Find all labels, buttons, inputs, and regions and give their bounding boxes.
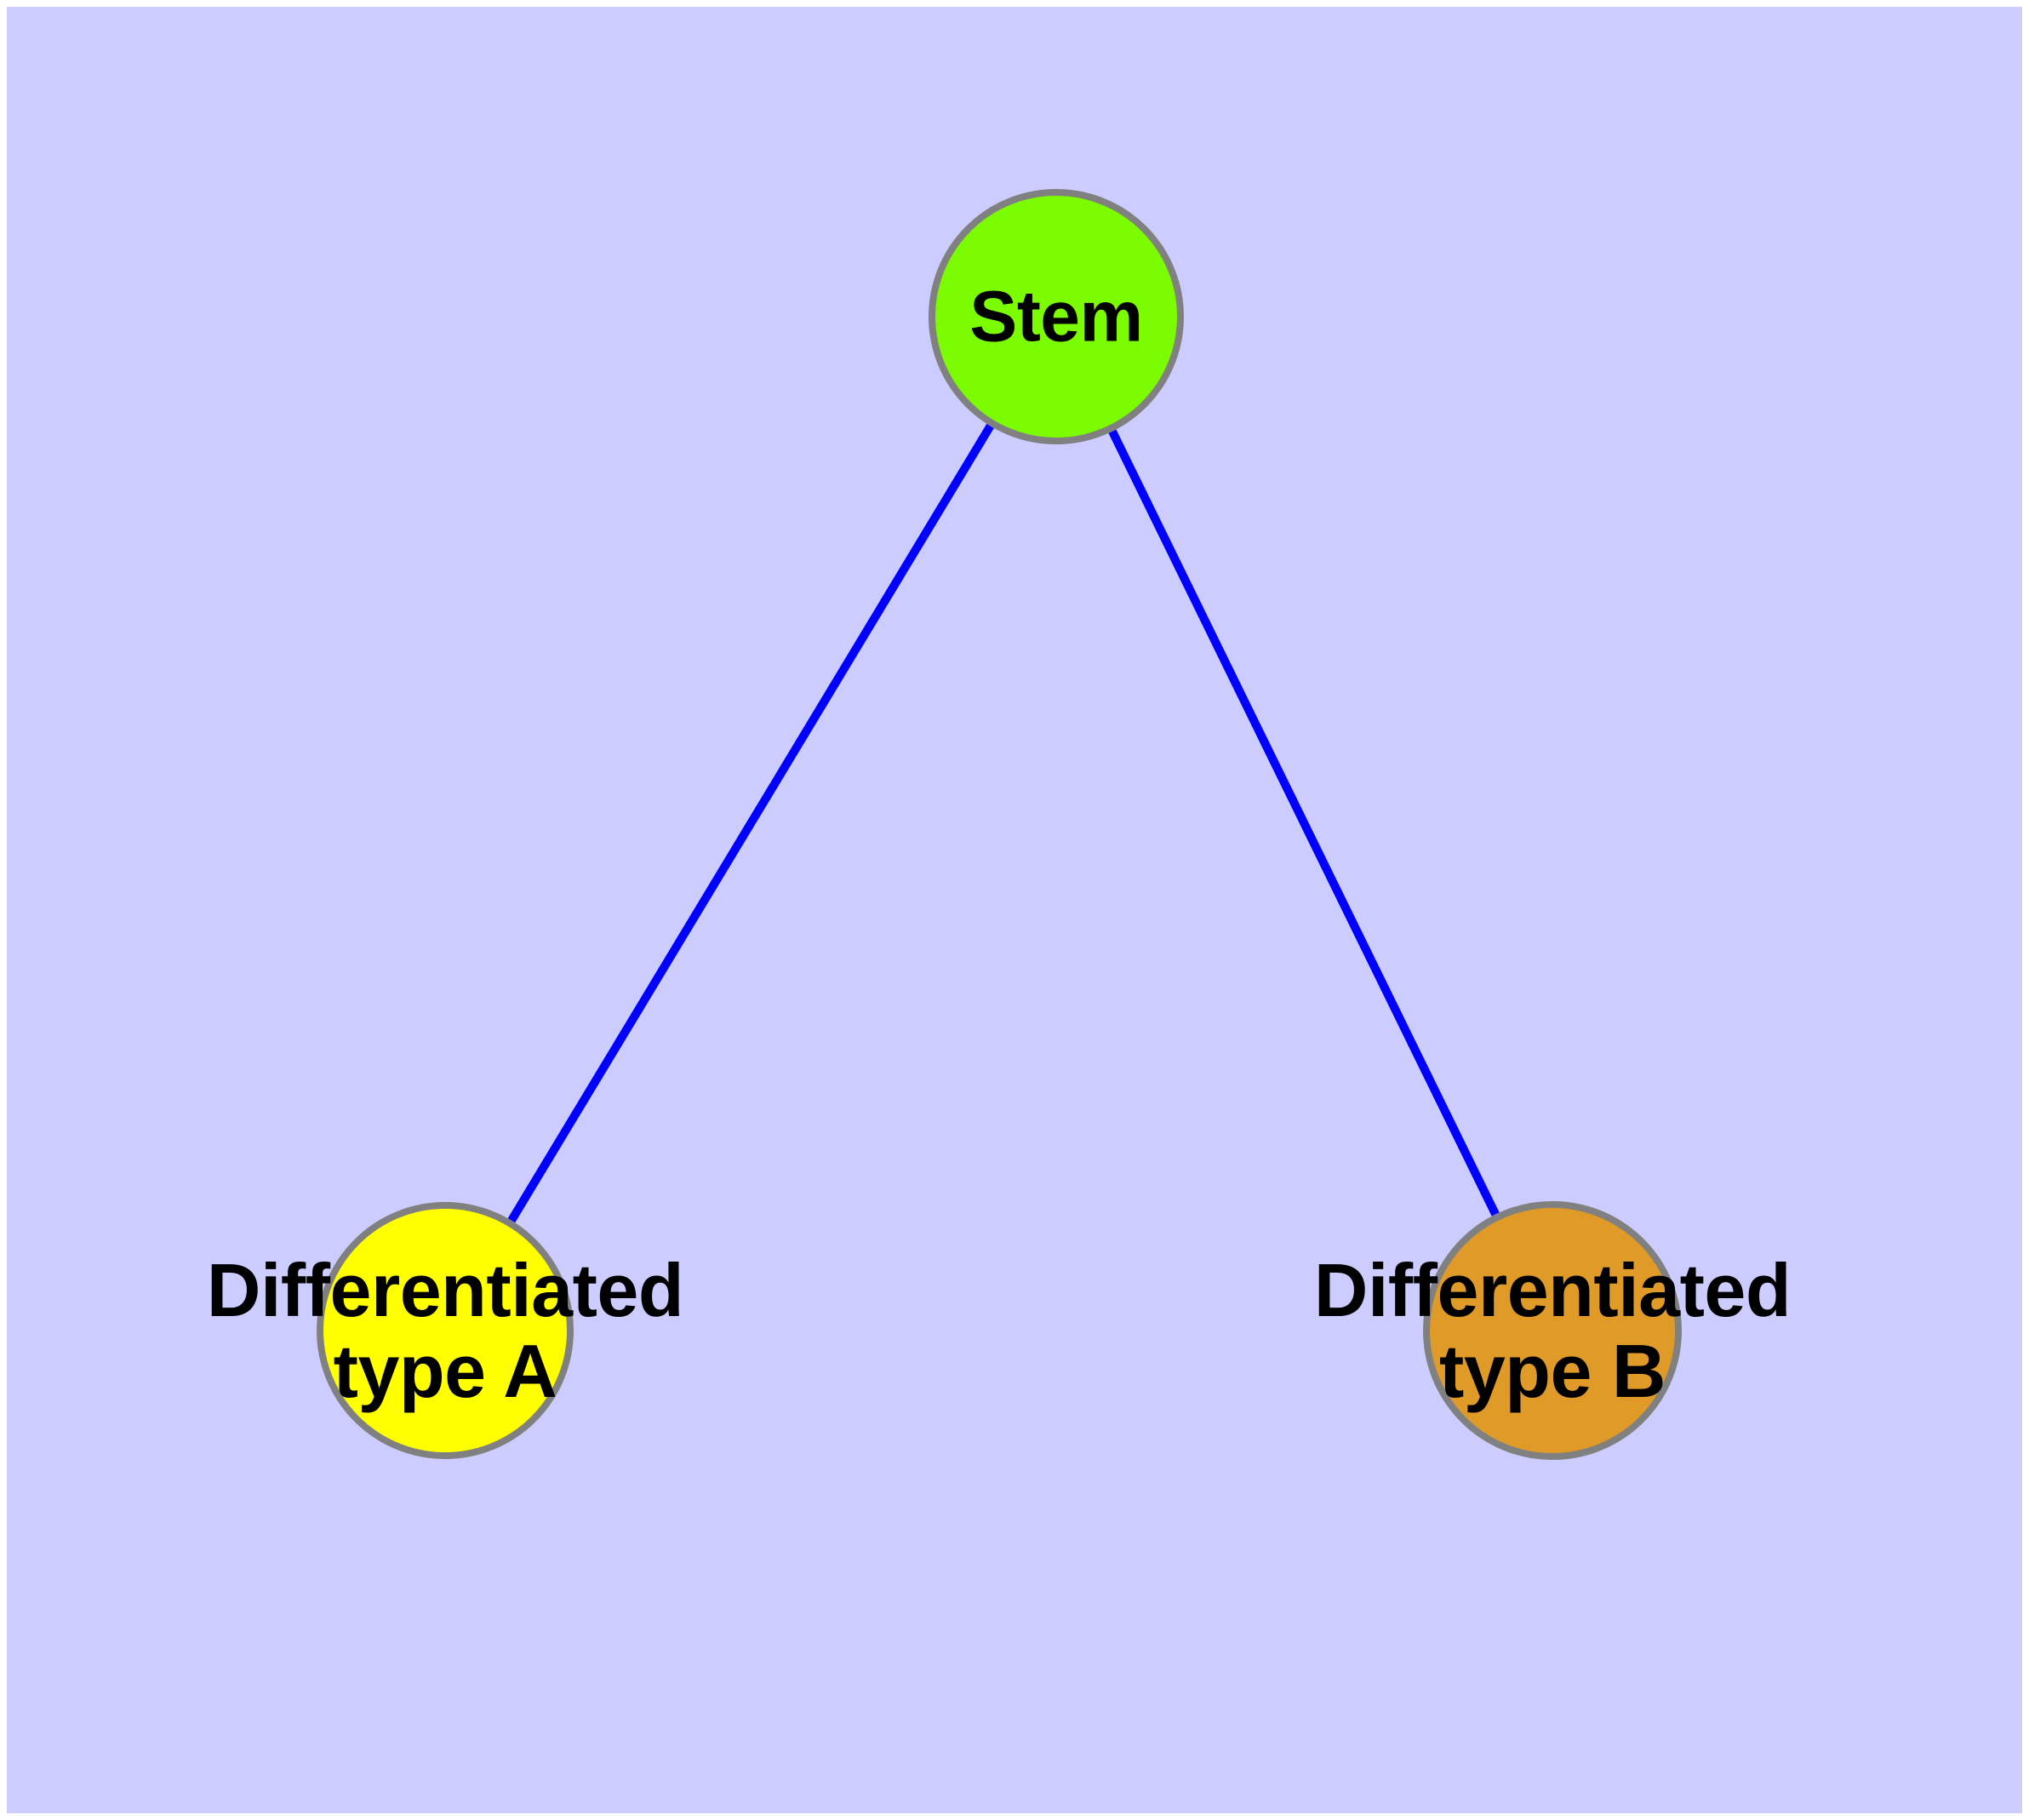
edge-stem-diff-b	[1108, 429, 1500, 1216]
node-stem[interactable]	[929, 189, 1184, 444]
nodes-layer	[317, 189, 1682, 1460]
edges-layer	[507, 423, 1500, 1223]
node-diff-b[interactable]	[1423, 1201, 1682, 1460]
edge-stem-diff-a	[507, 423, 994, 1223]
node-diff-a[interactable]	[317, 1202, 574, 1459]
